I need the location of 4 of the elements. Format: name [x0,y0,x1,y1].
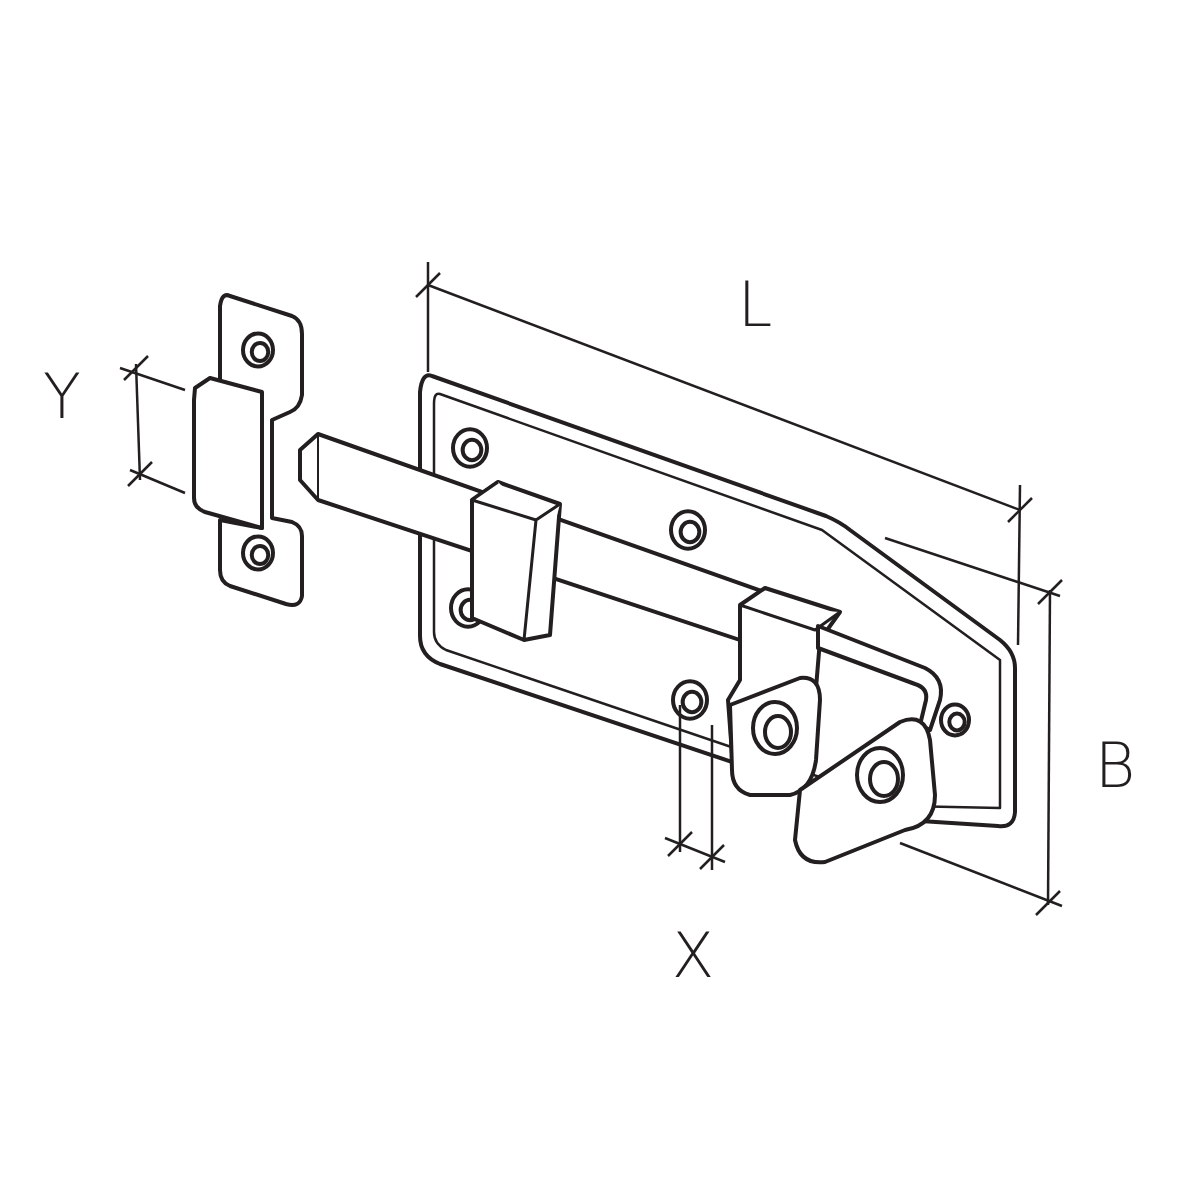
dimension-label: X [671,925,715,987]
dimension-label: L [737,274,773,336]
dimension-label: B [1094,735,1136,797]
dimension-label: Y [43,366,81,428]
